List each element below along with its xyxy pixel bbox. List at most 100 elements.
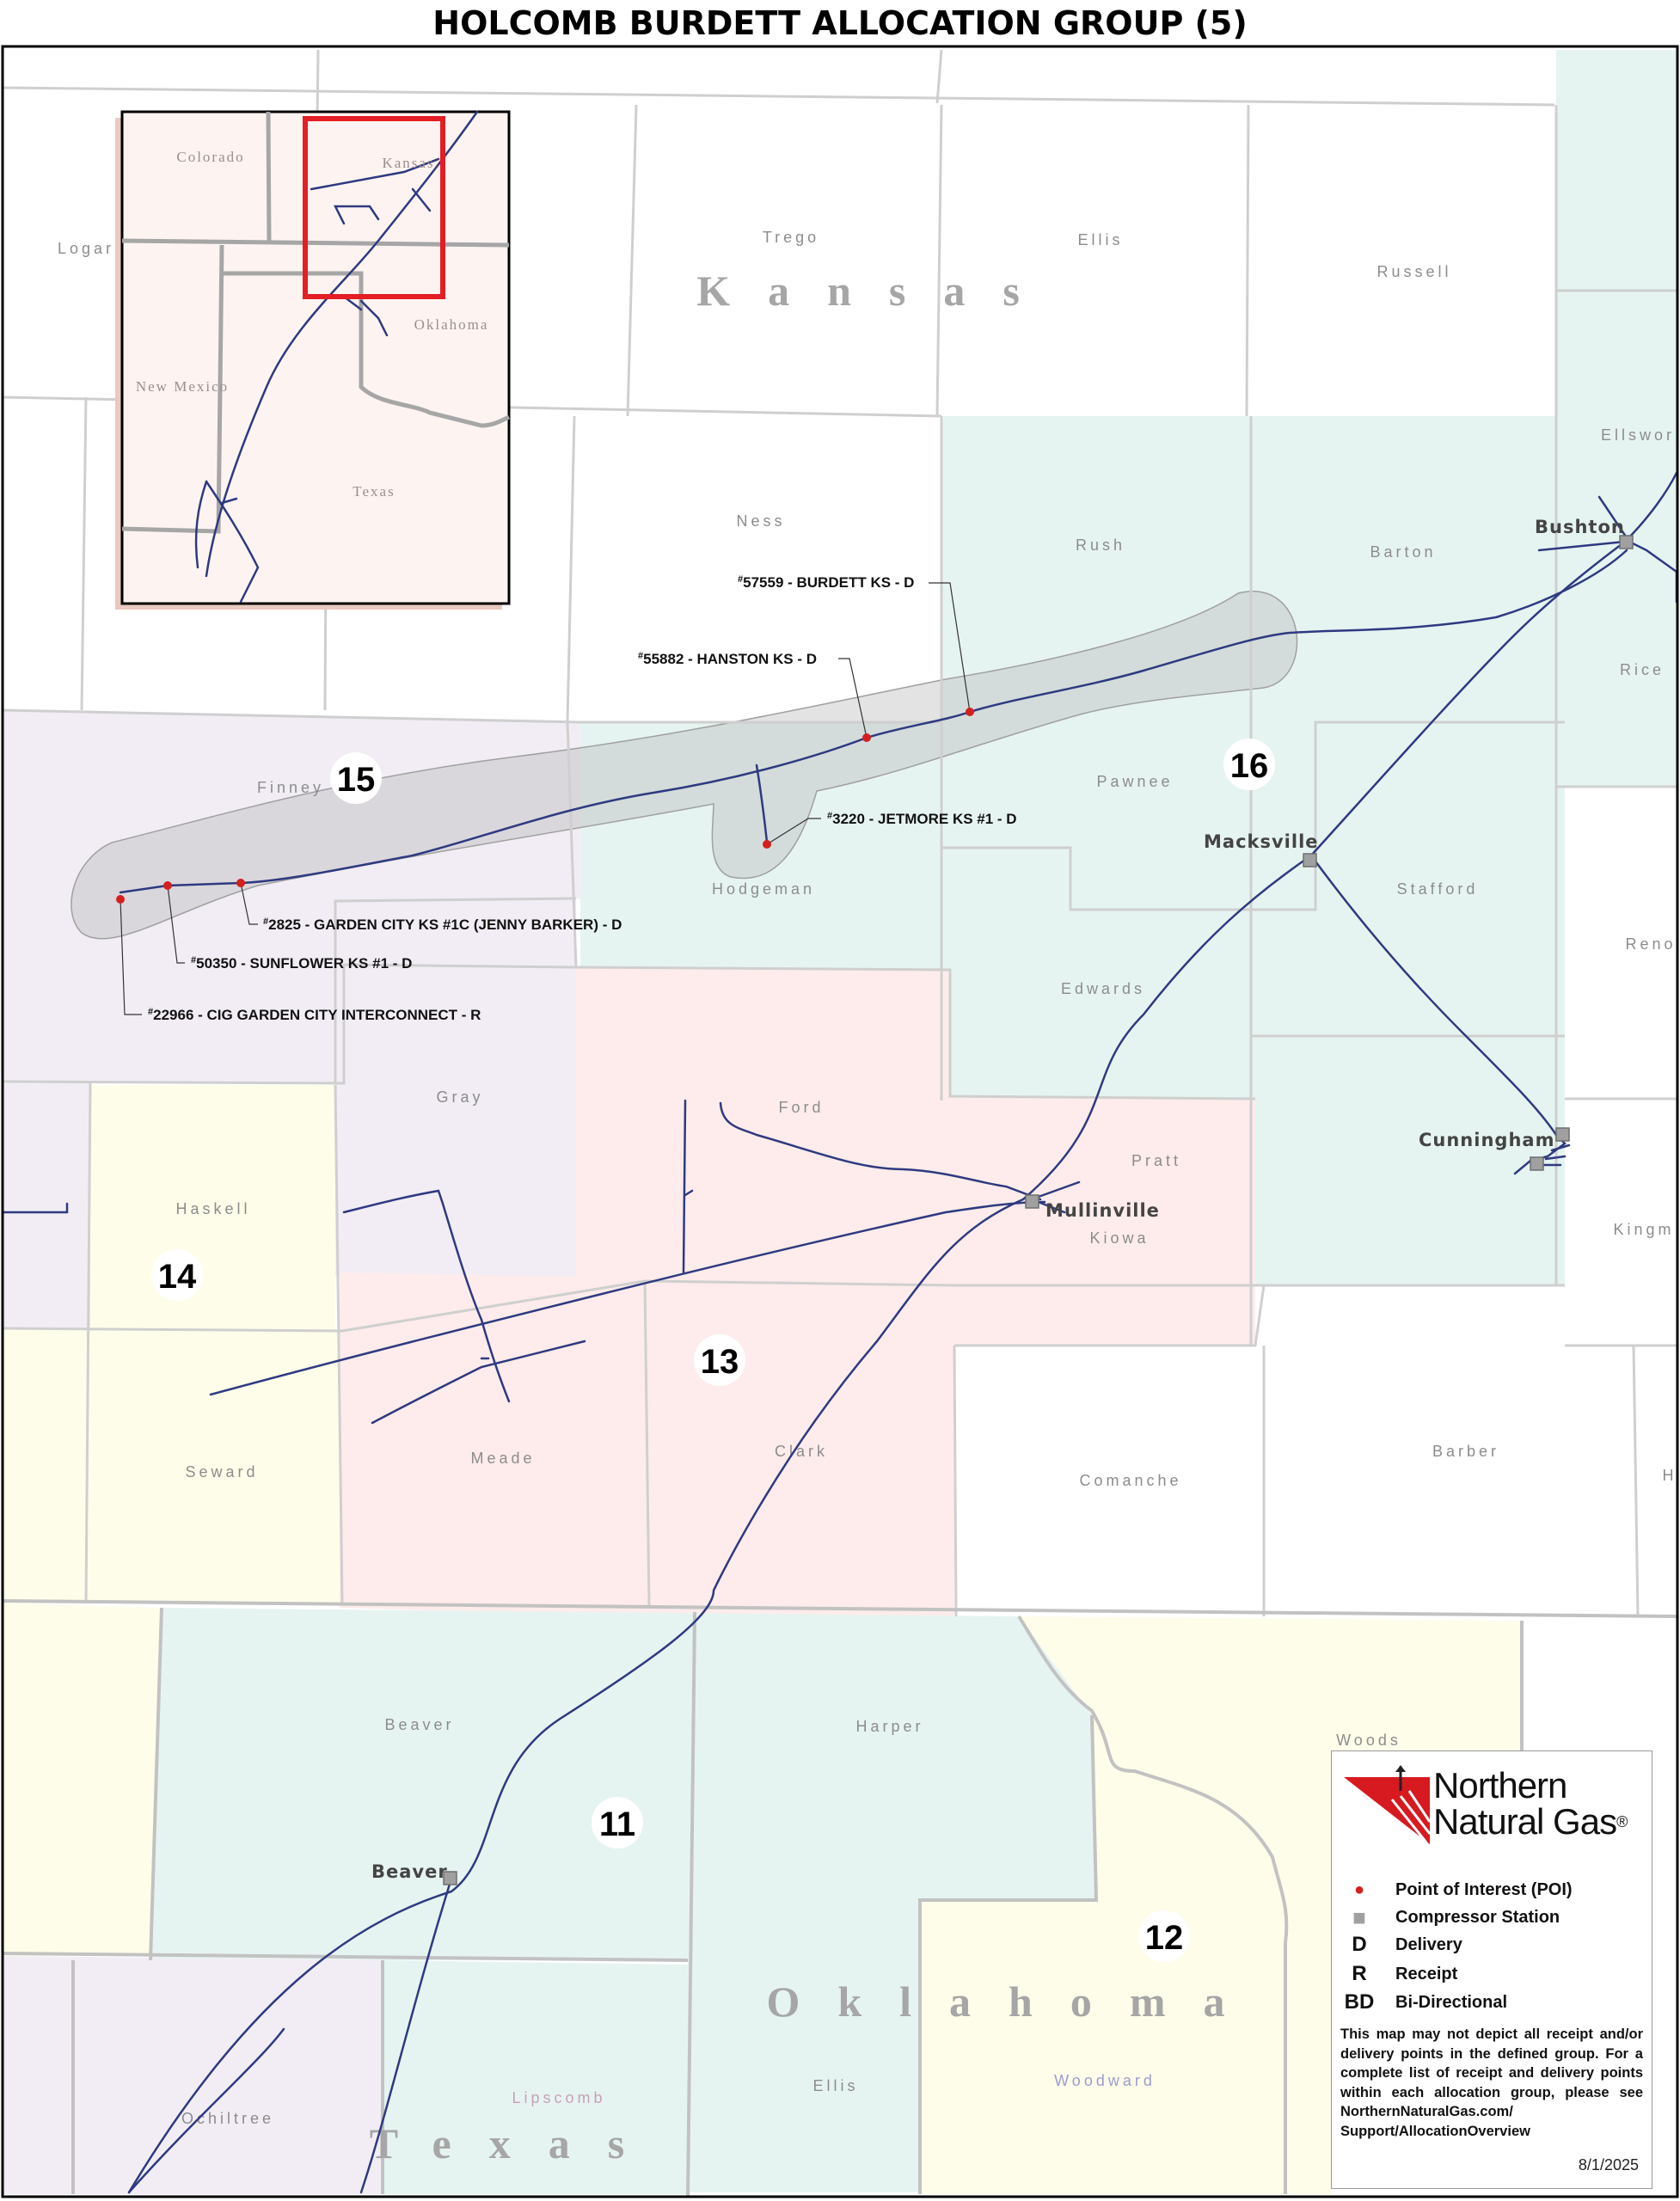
- county-label-reno: Reno: [1625, 935, 1676, 953]
- county-borders: [2, 49, 1677, 1617]
- poi-marker-sunflower: [163, 881, 172, 890]
- legend-item-compressor: ■ Compressor Station: [1342, 1904, 1643, 1930]
- jetmore-lateral: [755, 763, 769, 844]
- county-label-woodward: Woodward: [1054, 2072, 1156, 2089]
- inset-focus-frame: [303, 116, 445, 299]
- beaver-branch: [359, 1877, 453, 2194]
- main-pipeline: [127, 471, 1678, 2194]
- map-title: HOLCOMB BURDETT ALLOCATION GROUP (5): [432, 4, 1248, 42]
- ford-lateral: [719, 1101, 1042, 1201]
- poi-label-sunflower: #50350 - SUNFLOWER KS #1 - D: [191, 955, 412, 972]
- poi-marker-garden-city: [236, 879, 245, 887]
- poi-marker-burdett: [966, 708, 974, 716]
- mullinville-west-lateral: [209, 1200, 1046, 1396]
- legend-delivery-symbol: D: [1352, 1933, 1367, 1956]
- poi-label-burdett: #57559 - BURDETT KS - D: [738, 574, 914, 591]
- county-label-hodgeman: Hodgeman: [712, 880, 815, 898]
- group-number-15: 15: [337, 761, 376, 799]
- poi-markers: [116, 708, 974, 904]
- state-label-kansas: Kansas: [696, 267, 1058, 315]
- county-label-lipscomb: Lipscomb: [512, 2089, 605, 2106]
- county-label-logan: Logar: [58, 240, 114, 257]
- inset-label-colorado: Colorado: [176, 149, 244, 165]
- county-label-rice: Rice: [1620, 661, 1665, 678]
- beaver-west-branch: [127, 2027, 285, 2194]
- county-label-meade: Meade: [470, 1450, 535, 1467]
- county-label-barber: Barber: [1432, 1443, 1499, 1460]
- group-16-region: [580, 50, 1677, 1285]
- inset-label-texas: Texas: [353, 483, 395, 500]
- group-11-region-texas: [383, 1960, 688, 2194]
- legend-poi-icon: ●: [1353, 1880, 1365, 1899]
- group-number-14: 14: [158, 1258, 197, 1296]
- map-frame: [1, 45, 1679, 2198]
- legend-compressor-icon: ■: [1352, 1904, 1366, 1930]
- legend-item-receipt: R Receipt: [1342, 1961, 1643, 1987]
- poi-leader-lines: [120, 582, 971, 1015]
- group-number-11: 11: [599, 1806, 635, 1843]
- county-label-comanche: Comanche: [1079, 1472, 1181, 1489]
- poi-marker-hanston: [862, 733, 871, 742]
- inset-label-new-mexico: New Mexico: [136, 378, 229, 395]
- county-label-pawnee: Pawnee: [1096, 773, 1173, 790]
- county-label-ness: Ness: [736, 512, 785, 530]
- station-cunningham-marker-2: [1530, 1156, 1544, 1171]
- group-13-region: [340, 967, 1255, 1616]
- logo-brand-line-1: Northern: [1433, 1765, 1567, 1806]
- county-label-haskell: Haskell: [175, 1200, 250, 1217]
- group-12-region: [920, 1616, 1522, 2194]
- northern-natural-gas-logo: Northern Natural Gas®: [1340, 1757, 1646, 1851]
- legend-receipt-symbol: R: [1352, 1962, 1367, 1985]
- poi-label-garden-city: #2825 - GARDEN CITY KS #1C (JENNY BARKER…: [263, 917, 622, 933]
- county-label-trego: Trego: [763, 229, 819, 246]
- legend-item-bidirectional: BD Bi-Directional: [1342, 1989, 1643, 2015]
- county-label-beaver: Beaver: [384, 1716, 454, 1733]
- county-label-finney: Finney: [257, 779, 324, 796]
- legend-poi-label: Point of Interest (POI): [1395, 1880, 1573, 1899]
- county-label-seward: Seward: [185, 1463, 258, 1481]
- inset-locator-map: Colorado Kansas Oklahoma New Mexico Texa…: [115, 110, 511, 610]
- county-label-clark: Clark: [775, 1443, 828, 1460]
- county-label-woods: Woods: [1336, 1732, 1401, 1749]
- logo-brand-line-2: Natural Gas®: [1433, 1801, 1628, 1842]
- inset-label-kansas: Kansas: [382, 155, 434, 171]
- legend-item-poi: ● Point of Interest (POI): [1342, 1877, 1643, 1903]
- poi-labels: #57559 - BURDETT KS - D #55882 - HANSTON…: [148, 574, 1017, 1023]
- county-label-ellsworth: Ellswor: [1601, 426, 1675, 444]
- county-labels: Logar Trego Ellis Russell Ellswor Ness R…: [58, 229, 1676, 2127]
- county-label-ellis-ok: Ellis: [812, 2077, 858, 2094]
- poi-marker-jetmore: [763, 840, 771, 849]
- legend-receipt-label: Receipt: [1395, 1965, 1458, 1983]
- station-mullinville-marker: [1025, 1194, 1039, 1209]
- station-label-bushton: Bushton: [1535, 517, 1625, 537]
- county-label-kiowa: Kiowa: [1089, 1229, 1149, 1247]
- legend-compressor-label: Compressor Station: [1395, 1908, 1560, 1927]
- legend-bidirectional-symbol: BD: [1344, 1990, 1375, 2014]
- group-number-16: 16: [1230, 747, 1269, 785]
- group-number-12: 12: [1145, 1919, 1184, 1957]
- station-bushton-marker: [1619, 535, 1634, 549]
- county-label-rush: Rush: [1076, 536, 1125, 554]
- station-label-mullinville: Mullinville: [1045, 1200, 1160, 1221]
- legend-delivery-label: Delivery: [1395, 1935, 1462, 1954]
- group-number-13: 13: [701, 1343, 739, 1381]
- compressor-stations: Bushton Macksville Cunningham Mullinvill…: [371, 517, 1634, 1885]
- poi-label-hanston: #55882 - HANSTON KS - D: [638, 651, 817, 667]
- logo-mark-icon: [1344, 1765, 1432, 1844]
- legend-bidirectional-label: Bi-Directional: [1395, 1993, 1508, 2012]
- state-label-texas: Texas: [370, 2119, 662, 2167]
- legend-panel: Northern Natural Gas® ● Point of Interes…: [1331, 1750, 1652, 2189]
- county-label-russell: Russell: [1376, 263, 1451, 280]
- station-beaver-marker: [443, 1871, 457, 1885]
- station-label-cunningham: Cunningham: [1419, 1130, 1554, 1150]
- group-15-region: [3, 710, 580, 1277]
- texas-lavender-region: [3, 1956, 383, 2194]
- county-label-ford: Ford: [778, 1099, 824, 1116]
- poi-label-jetmore: #3220 - JETMORE KS #1 - D: [827, 811, 1017, 827]
- county-label-pratt: Pratt: [1131, 1152, 1181, 1169]
- cunningham-lateral: [1309, 854, 1558, 1137]
- county-label-gray: Gray: [436, 1088, 483, 1106]
- station-label-macksville: Macksville: [1204, 831, 1319, 852]
- county-label-edwards: Edwards: [1061, 980, 1145, 997]
